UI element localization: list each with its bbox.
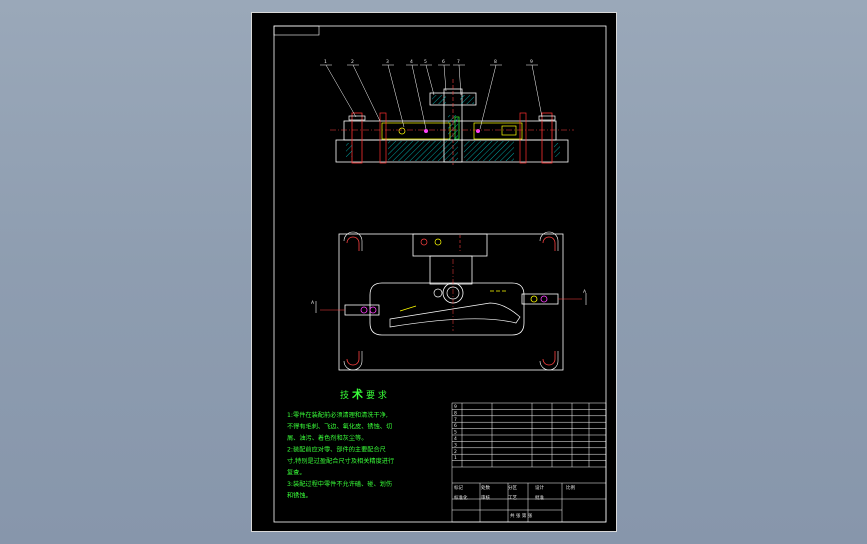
bom-row-number: 8 [454, 410, 457, 416]
scale-label: 比例 [566, 484, 575, 491]
section-mark-right: A [583, 289, 587, 295]
sheet-count-label: 共 张 第 张 [510, 512, 533, 519]
bom-row-number: 3 [454, 442, 457, 448]
tech-requirement-line: 1:零件在装配前必须清理和清洗干净, [287, 411, 388, 419]
part-leader-label: 7 [457, 59, 460, 65]
title-block-label: 审核 [481, 494, 490, 501]
tech-requirement-line: 3:装配过程中零件不允许磕、碰、划伤 [287, 480, 392, 488]
title-block-label: 标记 [454, 484, 463, 491]
bom-row-number: 6 [454, 423, 457, 429]
title-block-label: 批准 [535, 494, 544, 501]
bom-row-number: 9 [454, 404, 457, 410]
tech-requirement-line: 2:装配前应对零、部件的主要配合尺 [287, 446, 386, 454]
top-left-label-box [273, 25, 320, 36]
tech-requirement-line: 和锈蚀。 [287, 492, 312, 500]
section-mark-left: A [311, 300, 315, 306]
tech-requirement-line: 寸,特别是过盈配合尺寸及相关精度进行 [287, 457, 394, 465]
bom-row-number: 1 [454, 455, 457, 461]
part-leader-label: 3 [386, 59, 389, 65]
inner-border [273, 25, 607, 523]
title-block-label: 分区 [508, 484, 517, 491]
part-leader-label: 8 [494, 59, 497, 65]
tech-requirements: 技 术 要 求 1:零件在装配前必须清理和清洗干净, 不得有毛刺、飞边、氧化皮、锈… [287, 387, 394, 500]
tech-requirement-line: 不得有毛刺、飞边、氧化皮、锈蚀、切 [287, 423, 392, 431]
part-leader-label: 6 [442, 59, 445, 65]
title-block-label: 处数 [481, 484, 490, 491]
bom-row-number: 7 [454, 417, 457, 423]
tech-requirement-line: 复查。 [287, 469, 306, 477]
part-leader-label: 1 [324, 59, 327, 65]
tech-title-left: 技 [340, 389, 349, 401]
bom-row-number: 5 [454, 430, 457, 436]
tech-requirement-line: 屑、油污、着色剂和灰尘等。 [287, 434, 367, 442]
title-block [451, 402, 607, 523]
title-block-label: 设计 [535, 484, 544, 491]
front-view: 1 2 3 4 5 6 7 8 9 [320, 59, 574, 165]
top-view: A A [311, 231, 587, 371]
title-block-label: 标准化 [454, 494, 468, 501]
title-block-label: 工艺 [508, 495, 517, 501]
part-leader-label: 4 [410, 59, 413, 65]
part-leader-label: 9 [530, 59, 533, 65]
bom-row-number: 2 [454, 449, 457, 455]
tech-title-mid: 术 [351, 387, 363, 401]
bom-row-number: 4 [454, 436, 457, 442]
part-leader-label: 2 [351, 59, 354, 65]
part-leader-label: 5 [424, 59, 427, 65]
tech-title-right: 要 求 [366, 389, 387, 401]
